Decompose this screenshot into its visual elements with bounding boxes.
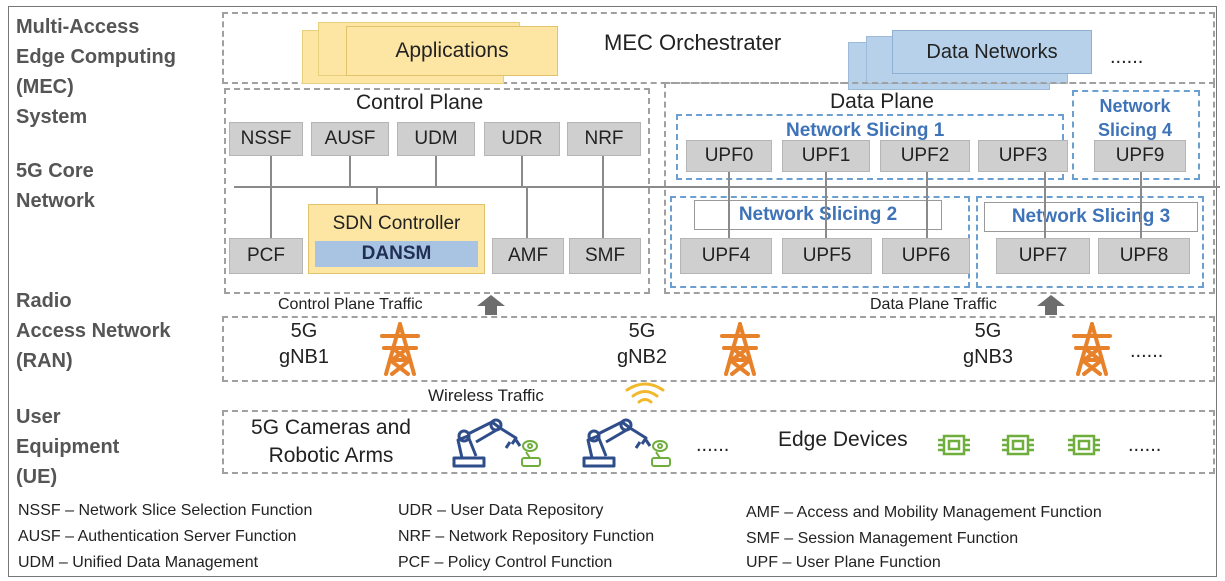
network-slice-2-label: Network Slicing 2 <box>694 200 942 230</box>
data-plane-traffic-label: Data Plane Traffic <box>870 296 997 313</box>
ue-box <box>222 410 1215 474</box>
dansm-module[interactable]: DANSM <box>315 241 478 267</box>
ue-ellipsis-1: ...... <box>696 434 730 456</box>
mec-layer-label: Multi-Access Edge Computing (MEC) System <box>16 16 176 128</box>
upf5[interactable]: UPF5 <box>782 238 872 274</box>
ran-layer-label: Radio Access Network (RAN) <box>16 290 171 372</box>
cameras-robotic-arms-label: 5G Cameras and Robotic Arms <box>251 416 411 467</box>
network-slice-3-region <box>976 196 1204 288</box>
gnb2-label: 5G gNB2 <box>616 320 668 368</box>
connector <box>521 156 523 186</box>
sdn-controller-label: SDN Controller <box>332 213 461 234</box>
connector <box>1044 172 1046 238</box>
upf7[interactable]: UPF7 <box>996 238 1090 274</box>
legend-amf: AMF – Access and Mobility Management Fun… <box>746 504 1102 521</box>
upf2[interactable]: UPF2 <box>880 140 970 172</box>
mec-ellipsis: ...... <box>1110 46 1144 68</box>
up-arrow-icon <box>477 295 505 315</box>
transmission-tower-icon <box>380 322 420 376</box>
control-plane-traffic-label: Control Plane Traffic <box>278 296 423 313</box>
legend-smf: SMF – Session Management Function <box>746 530 1019 547</box>
legend-ausf: AUSF – Authentication Server Function <box>18 528 297 545</box>
upf6[interactable]: UPF6 <box>882 238 970 274</box>
service-bus-line <box>234 186 1220 188</box>
upf8[interactable]: UPF8 <box>1098 238 1190 274</box>
diagram-frame <box>8 6 1217 577</box>
connector <box>926 172 928 238</box>
connector <box>526 186 528 238</box>
ue-layer-label: User Equipment (UE) <box>16 406 120 488</box>
legend-nrf: NRF – Network Repository Function <box>398 528 655 545</box>
connector <box>1140 172 1142 238</box>
robotic-arm-icon <box>582 418 671 468</box>
ran-box <box>222 316 1215 382</box>
nf-nrf[interactable]: NRF <box>567 122 641 156</box>
nf-nssf[interactable]: NSSF <box>229 122 303 156</box>
data-plane-box <box>664 82 1215 294</box>
connector <box>602 186 604 238</box>
connector <box>376 186 378 206</box>
applications-box: Applications <box>346 26 558 76</box>
upf1[interactable]: UPF1 <box>782 140 870 172</box>
connector <box>270 156 272 186</box>
robotic-arm-icon <box>452 418 541 468</box>
upf0[interactable]: UPF0 <box>686 140 772 172</box>
connector <box>728 172 730 238</box>
transmission-tower-icon <box>1072 322 1112 376</box>
legend-upf: UPF – User Plane Function <box>746 554 941 571</box>
network-slice-1-label: Network Slicing 1 <box>786 120 945 141</box>
upf3[interactable]: UPF3 <box>978 140 1068 172</box>
gnb3-label: 5G gNB3 <box>962 320 1014 368</box>
chip-icon <box>938 434 970 456</box>
wireless-traffic-label: Wireless Traffic <box>428 386 544 405</box>
legend-pcf: PCF – Policy Control Function <box>398 554 613 571</box>
upf9[interactable]: UPF9 <box>1094 140 1186 172</box>
legend-udm: UDM – Unified Data Management <box>18 554 259 571</box>
chip-icon <box>1068 434 1100 456</box>
network-slice-3-label: Network Slicing 3 <box>984 202 1198 232</box>
upf4[interactable]: UPF4 <box>680 238 772 274</box>
edge-devices-label: Edge Devices <box>778 428 908 451</box>
chip-icon <box>1002 434 1034 456</box>
ran-ellipsis: ...... <box>1130 340 1164 362</box>
network-slice-4-label: Network Slicing 4 <box>1097 96 1173 140</box>
wifi-signal-icon <box>625 382 665 404</box>
connector <box>602 156 604 186</box>
nf-udm[interactable]: UDM <box>397 122 475 156</box>
up-arrow-icon <box>1037 295 1065 315</box>
ue-ellipsis-2: ...... <box>1128 434 1162 456</box>
gnb1-label: 5G gNB1 <box>278 320 330 368</box>
control-plane-title: Control Plane <box>356 91 484 114</box>
connector <box>825 172 827 238</box>
connector <box>270 186 272 238</box>
connector <box>435 156 437 186</box>
control-plane-box <box>224 88 650 294</box>
nf-ausf[interactable]: AUSF <box>311 122 389 156</box>
transmission-tower-icon <box>720 322 760 376</box>
legend-nssf: NSSF – Network Slice Selection Function <box>18 502 313 519</box>
data-networks-box: Data Networks <box>892 30 1092 74</box>
nf-pcf[interactable]: PCF <box>229 238 303 274</box>
nf-smf[interactable]: SMF <box>569 238 641 274</box>
core-layer-label: 5G Core Network <box>16 160 95 212</box>
legend-udr: UDR – User Data Repository <box>398 502 604 519</box>
network-slice-4-region <box>1072 90 1200 180</box>
nf-amf[interactable]: AMF <box>492 238 564 274</box>
data-plane-title: Data Plane <box>830 90 934 113</box>
sdn-controller-box[interactable]: SDN Controller DANSM <box>308 204 485 274</box>
nf-udr[interactable]: UDR <box>484 122 560 156</box>
connector <box>349 156 351 186</box>
mec-orchestrator-label: MEC Orchestrater <box>604 30 782 55</box>
